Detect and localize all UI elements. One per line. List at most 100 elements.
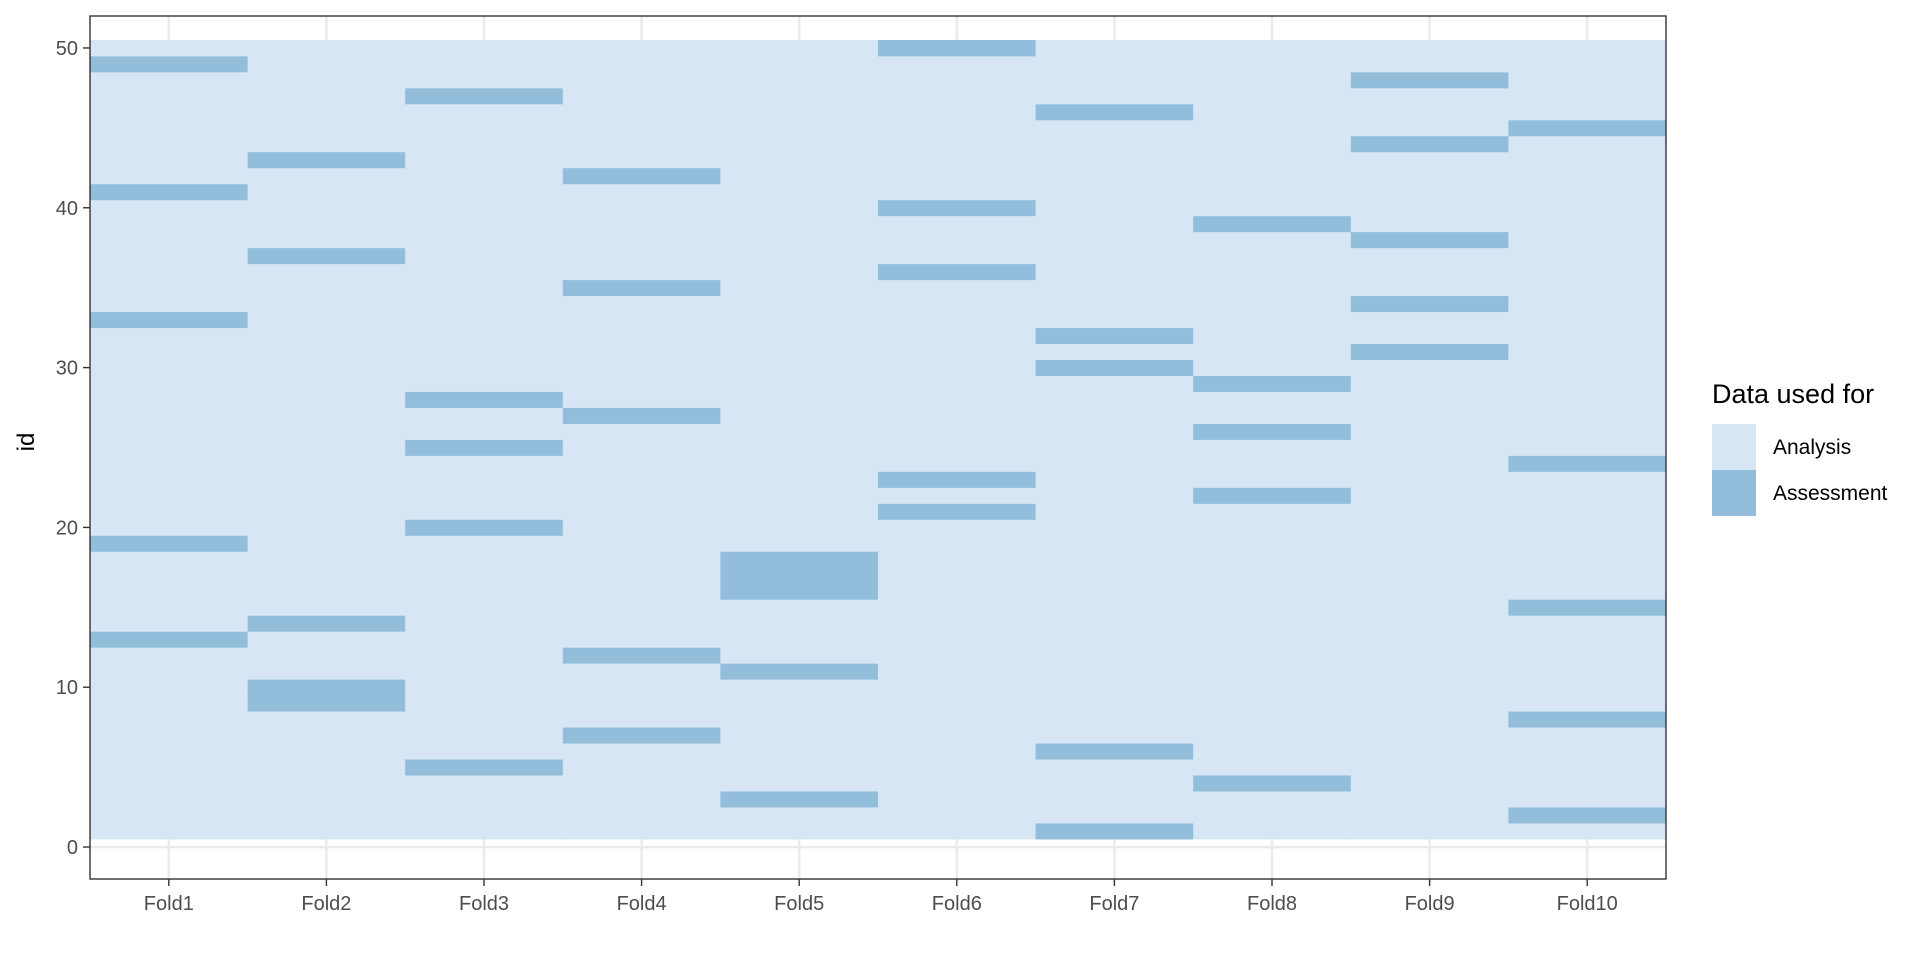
analysis-tile <box>90 791 248 808</box>
y-tick-label: 50 <box>56 38 78 60</box>
analysis-tile <box>562 519 721 536</box>
assessment-tile <box>405 87 564 105</box>
legend-title: Data used for <box>1712 379 1874 409</box>
analysis-tile <box>720 727 879 744</box>
analysis-tile <box>247 791 406 808</box>
analysis-tile <box>720 503 879 520</box>
analysis-tile <box>1508 487 1667 504</box>
analysis-tile <box>1035 679 1194 696</box>
analysis-tile <box>562 391 721 408</box>
analysis-tile <box>1193 455 1352 472</box>
analysis-tile <box>1193 711 1352 728</box>
analysis-tile <box>562 39 721 57</box>
analysis-tile <box>1193 71 1352 89</box>
analysis-tile <box>247 311 406 329</box>
analysis-tile <box>720 279 879 297</box>
analysis-tile <box>1193 183 1352 201</box>
analysis-tile <box>1508 439 1667 456</box>
analysis-tile <box>1508 663 1667 680</box>
analysis-tile <box>562 295 721 313</box>
analysis-tile <box>247 215 406 233</box>
analysis-tile <box>878 711 1036 728</box>
analysis-tile <box>1508 215 1667 233</box>
assessment-tile <box>1508 599 1667 616</box>
analysis-tile <box>720 55 879 73</box>
analysis-tile <box>405 359 564 376</box>
analysis-tile <box>247 87 406 105</box>
analysis-tile <box>1508 407 1667 424</box>
analysis-tile <box>562 439 721 456</box>
analysis-tile <box>1350 183 1509 201</box>
analysis-tile <box>1193 327 1352 345</box>
analysis-tile <box>1035 615 1194 632</box>
analysis-tile <box>1035 87 1194 105</box>
analysis-tile <box>1350 103 1509 121</box>
analysis-tile <box>1350 631 1509 648</box>
analysis-tile <box>405 775 564 792</box>
analysis-tile <box>878 823 1036 840</box>
analysis-tile <box>562 215 721 233</box>
analysis-tile <box>247 471 406 488</box>
analysis-tile <box>1350 551 1509 568</box>
legend-label-assessment: Assessment <box>1773 482 1888 505</box>
analysis-tile <box>878 311 1036 329</box>
analysis-tile <box>562 423 721 440</box>
analysis-tile <box>1350 535 1509 552</box>
analysis-tile <box>405 423 564 440</box>
analysis-tile <box>247 295 406 313</box>
analysis-tile <box>1035 183 1194 201</box>
analysis-tile <box>720 167 879 185</box>
analysis-tile <box>562 791 721 808</box>
legend-key-analysis <box>1712 424 1756 470</box>
analysis-tile <box>562 135 721 153</box>
analysis-tile <box>720 519 879 536</box>
analysis-tile <box>247 71 406 89</box>
analysis-tile <box>878 135 1036 153</box>
analysis-tile <box>1193 695 1352 712</box>
analysis-tile <box>1508 55 1667 73</box>
analysis-tile <box>562 263 721 281</box>
assessment-tile <box>1035 743 1194 760</box>
assessment-tile <box>1350 135 1509 153</box>
assessment-tile <box>1508 455 1667 472</box>
analysis-tile <box>1508 791 1667 808</box>
analysis-tile <box>562 55 721 73</box>
analysis-tile <box>1508 103 1667 121</box>
analysis-tile <box>1035 279 1194 297</box>
analysis-tile <box>878 103 1036 121</box>
analysis-tile <box>1193 727 1352 744</box>
analysis-tile <box>90 375 248 392</box>
analysis-tile <box>1035 231 1194 249</box>
analysis-tile <box>720 423 879 440</box>
analysis-tile <box>1350 599 1509 616</box>
assessment-tile <box>90 55 248 73</box>
assessment-tile <box>562 407 721 424</box>
analysis-tile <box>90 615 248 632</box>
assessment-tile <box>1350 231 1509 249</box>
analysis-tile <box>1508 327 1667 345</box>
analysis-tile <box>1193 567 1352 584</box>
analysis-tile <box>1193 743 1352 760</box>
analysis-tile <box>1508 567 1667 584</box>
analysis-tile <box>247 327 406 345</box>
analysis-tile <box>878 551 1036 568</box>
analysis-tile <box>90 759 248 776</box>
analysis-tile <box>1508 679 1667 696</box>
analysis-tile <box>405 567 564 584</box>
analysis-tile <box>1193 823 1352 840</box>
analysis-tile <box>90 167 248 185</box>
analysis-tile <box>405 711 564 728</box>
analysis-tile <box>562 119 721 137</box>
analysis-tile <box>1035 599 1194 616</box>
analysis-tile <box>247 135 406 153</box>
analysis-tile <box>1350 39 1509 57</box>
analysis-tile <box>878 247 1036 265</box>
analysis-tile <box>562 599 721 616</box>
analysis-tile <box>1035 391 1194 408</box>
x-tick-label: Fold1 <box>144 893 194 915</box>
analysis-tile <box>247 503 406 520</box>
analysis-tile <box>720 103 879 121</box>
analysis-tile <box>405 791 564 808</box>
analysis-tile <box>247 631 406 648</box>
analysis-tile <box>90 775 248 792</box>
